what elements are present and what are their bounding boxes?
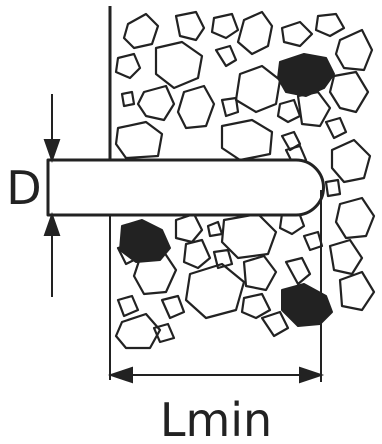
aggregate-stone [136, 84, 176, 122]
min-length-dimension [107, 190, 325, 384]
aggregate-stone [284, 256, 312, 286]
aggregate-stone [260, 310, 290, 338]
dark-aggregate-stones [119, 53, 335, 327]
hole-mask [106, 162, 116, 213]
aggregate-stone [242, 254, 278, 292]
aggregate-stone [114, 120, 164, 160]
aggregate-stone [314, 12, 346, 38]
aggregate-stone [210, 12, 240, 40]
aggregate-stone [182, 238, 212, 270]
aggregate-stone [174, 10, 206, 42]
aggregate-stone [328, 70, 370, 114]
dark-aggregate-stone [277, 53, 335, 97]
aggregate-stone [338, 270, 376, 312]
aggregate-stone [234, 64, 282, 114]
aggregate-stone [276, 98, 302, 124]
diameter-label: D [6, 161, 41, 215]
aggregate-stone [184, 262, 246, 320]
anchor-rod-outline [46, 158, 325, 217]
aggregate-stone [220, 212, 278, 260]
aggregate-stone [122, 12, 160, 50]
min-length-arrow-right [299, 366, 325, 384]
aggregate-stone [212, 248, 234, 270]
aggregate-stone [280, 20, 314, 48]
aggregate-stone [334, 196, 376, 240]
aggregate-stone [324, 178, 342, 198]
aggregate-stone [220, 118, 274, 162]
diameter-arrow-upper-head [43, 139, 61, 164]
aggregate-stones [114, 10, 376, 350]
aggregate-stone [324, 116, 348, 140]
aggregate-stone [296, 90, 332, 128]
aggregate-stone [154, 40, 204, 90]
aggregate-stone [116, 294, 140, 318]
diameter-arrow-lower-head [43, 211, 61, 236]
aggregate-stone [206, 220, 224, 238]
aggregate-stone [236, 10, 274, 56]
aggregate-stone [302, 230, 324, 252]
diameter-dimension [43, 94, 61, 297]
min-length-arrow-left [107, 366, 133, 384]
aggregate-stone [120, 90, 136, 108]
aggregate-stone [334, 28, 374, 72]
aggregate-stone [214, 44, 238, 68]
min-length-label: Lmin [160, 393, 272, 444]
aggregate-stone [176, 84, 216, 130]
aggregate-stone [220, 96, 240, 118]
aggregate-stone [280, 130, 302, 152]
aggregate-stone [174, 212, 204, 244]
substrate-block [108, 6, 376, 380]
aggregate-stone [114, 312, 162, 350]
dark-aggregate-stone [119, 219, 171, 263]
aggregate-stone [160, 294, 186, 320]
dark-aggregate-stone [281, 283, 333, 327]
aggregate-stone [330, 138, 372, 184]
aggregate-stone [328, 238, 364, 276]
aggregate-stone [240, 292, 272, 320]
anchor-rod [46, 158, 325, 217]
aggregate-stone [152, 322, 176, 344]
aggregate-stone [114, 52, 142, 80]
